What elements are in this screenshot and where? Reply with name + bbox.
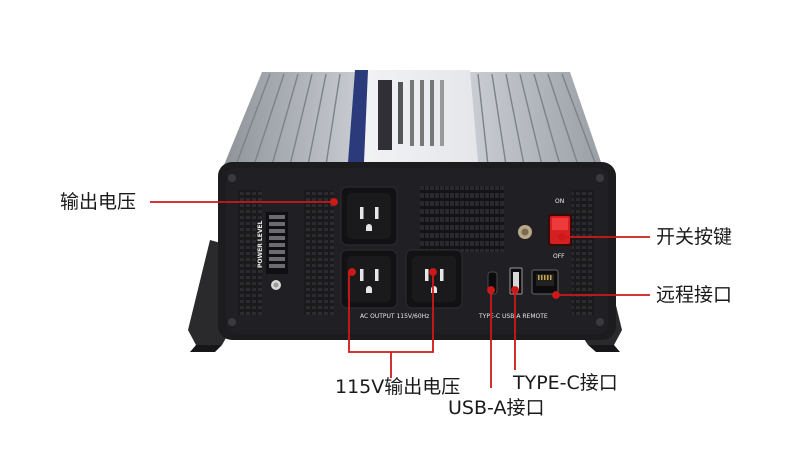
ac-outlet-bottom-right (405, 249, 463, 309)
callout-usb-a-port: USB-A接口 (448, 397, 545, 419)
ac-output-label: AC OUTPUT 115V/60Hz (360, 313, 429, 320)
callout-remote-port: 远程接口 (656, 284, 733, 306)
callout-type-c-port: TYPE-C接口 (513, 372, 618, 394)
fuse-knob (518, 225, 532, 239)
switch-off-label: OFF (553, 253, 565, 260)
ports-label: TYPE-C USB-A REMOTE (478, 313, 548, 320)
ac-outlet-top (340, 186, 398, 246)
remote-port (531, 269, 559, 295)
callout-115v-output: 115V输出电压 (335, 376, 461, 398)
switch-on-label: ON (555, 198, 564, 205)
power-level-meter: POWER LEVEL (257, 212, 288, 290)
callout-lines (150, 198, 650, 388)
aluminum-housing (224, 70, 602, 166)
power-level-label: POWER LEVEL (257, 220, 264, 268)
ac-outlet-bottom-left (340, 249, 398, 309)
callout-output-voltage: 输出电压 (60, 191, 137, 213)
callout-power-switch: 开关按键 (656, 226, 733, 248)
